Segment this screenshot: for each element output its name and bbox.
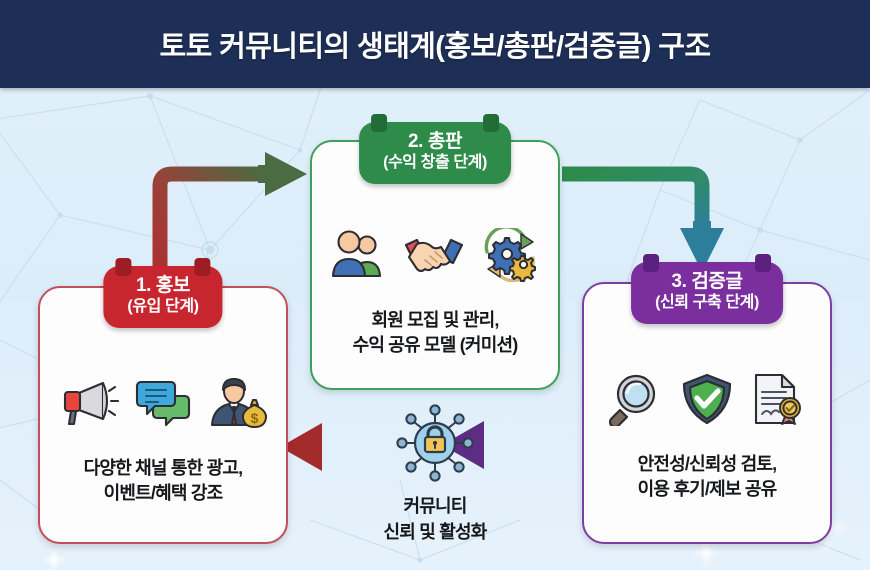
card-verification[interactable]: 3. 검증글 (신뢰 구축 단계) — [582, 254, 832, 544]
arrow-promotion-to-distributor — [152, 152, 307, 300]
card-promotion-title: 1. 홍보 — [135, 275, 191, 296]
caption-line: 안전성/신뢰성 검토, — [637, 454, 777, 474]
caption-line: 수익 공유 모델 (커미션) — [352, 334, 519, 355]
card-promotion-caption: 다양한 채널 통한 광고, 이벤트/혜택 강조 — [40, 456, 286, 506]
card-verification-badge: 3. 검증글 (신뢰 구축 단계) — [631, 254, 783, 325]
caption-line: 다양한 채널 통한 광고, — [83, 458, 243, 478]
card-promotion-badge: 1. 홍보 (유입 단계) — [103, 258, 223, 329]
community-hub-caption: 커뮤니티 신뢰 및 활성화 — [345, 494, 525, 545]
community-hub: 커뮤니티 신뢰 및 활성화 — [345, 403, 525, 545]
caption-line: 회원 모집 및 관리, — [371, 310, 499, 330]
card-promotion-stage: (유입 단계) — [127, 298, 199, 316]
card-verification-icon-row — [584, 370, 830, 428]
card-promotion[interactable]: 1. 홍보 (유입 단계) — [38, 258, 288, 544]
card-promotion-icon-row: $ — [40, 374, 286, 432]
card-distributor[interactable]: 2. 총판 (수익 창출 단계) — [310, 114, 560, 390]
card-distributor-title: 2. 총판 — [407, 131, 463, 152]
caption-line: 이벤트/혜택 강조 — [103, 482, 224, 503]
gears-cycle-icon — [484, 228, 536, 282]
network-lock-icon — [396, 404, 474, 482]
handshake-icon — [404, 238, 464, 273]
card-distributor-stage: (수익 창출 단계) — [383, 154, 487, 172]
hub-caption-line: 신뢰 및 활성화 — [383, 521, 488, 542]
card-distributor-caption: 회원 모집 및 관리, 수익 공유 모델 (커미션) — [312, 308, 558, 358]
page-header: 토토 커뮤니티의 생태계(홍보/총판/검증글) 구조 — [0, 0, 870, 88]
card-distributor-badge: 2. 총판 (수익 창출 단계) — [359, 114, 511, 185]
shield-check-icon — [682, 373, 732, 425]
card-distributor-icon-row — [312, 226, 558, 284]
megaphone-icon — [63, 381, 119, 426]
arrow-distributor-to-verification — [562, 166, 724, 272]
hub-caption-line: 커뮤니티 — [403, 496, 467, 516]
card-verification-caption: 안전성/신뢰성 검토, 이용 후기/제보 공유 — [584, 452, 830, 502]
svg-text:$: $ — [251, 410, 259, 426]
caption-line: 이용 후기/제보 공유 — [637, 478, 777, 499]
magnifier-icon — [608, 374, 656, 426]
page-title: 토토 커뮤니티의 생태계(홍보/총판/검증글) 구조 — [159, 31, 712, 63]
chat-bubbles-icon — [135, 380, 191, 427]
card-verification-title: 3. 검증글 — [671, 271, 743, 292]
businessman-money-bag-icon: $ — [211, 378, 267, 428]
certificate-document-icon — [754, 373, 801, 425]
card-verification-stage: (신뢰 구축 단계) — [655, 294, 759, 312]
two-people-icon — [331, 230, 382, 278]
arrow-hub-to-promotion — [280, 423, 392, 471]
